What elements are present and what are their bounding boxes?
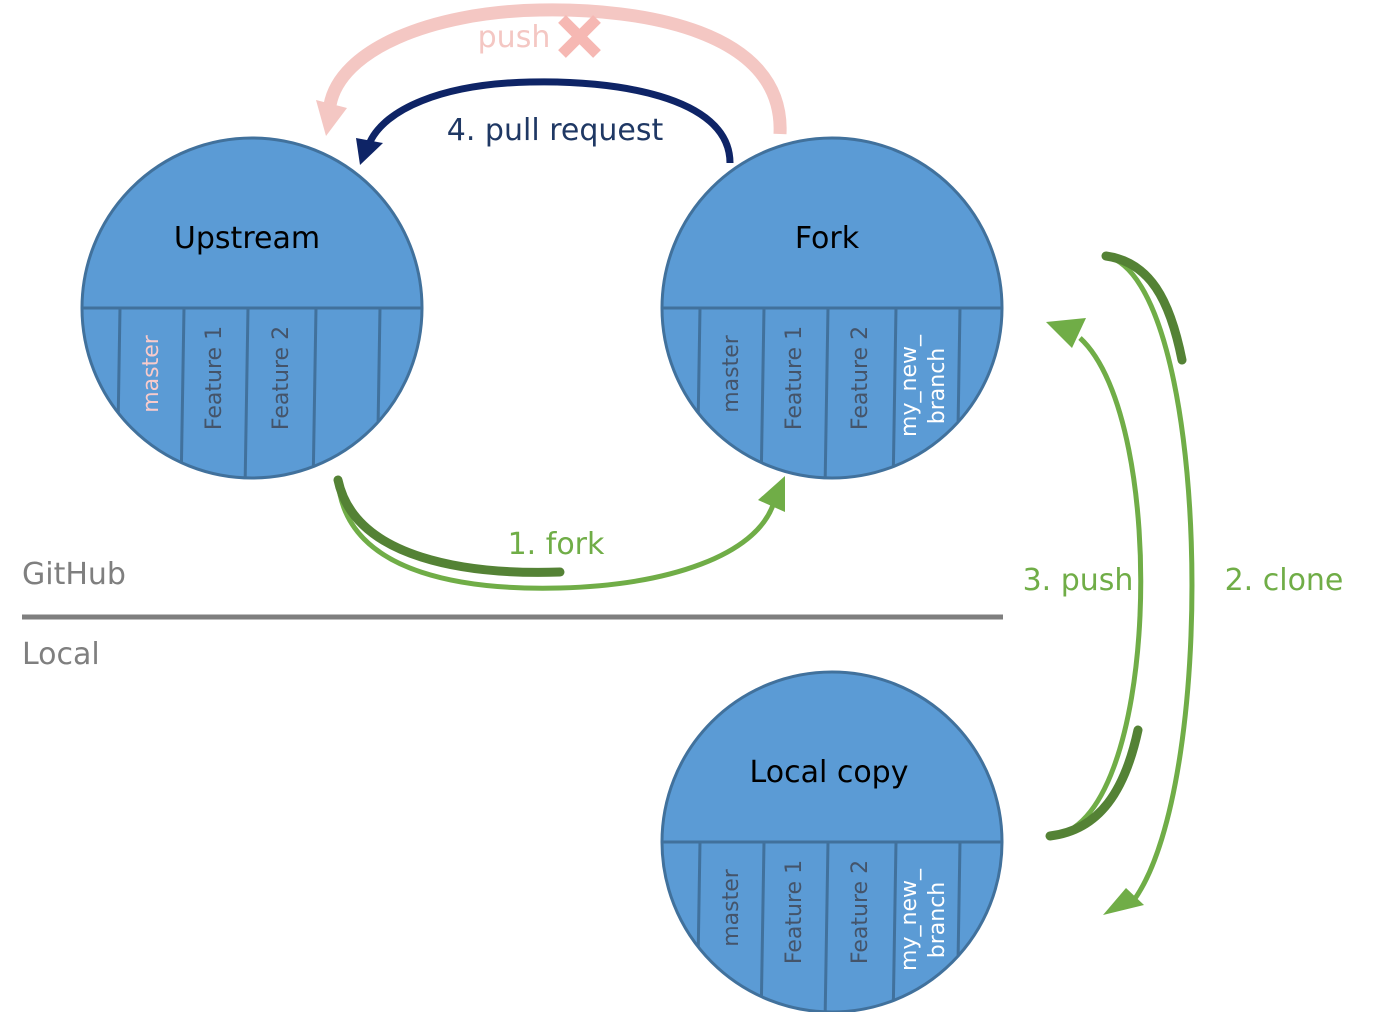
fork-label: 1. fork [508, 527, 605, 562]
fork-branch-feature-1: Feature 1 [782, 326, 807, 430]
push-label: 3. push [1023, 563, 1134, 598]
clone-arrow: 2. clone [1101, 251, 1344, 915]
push-denied-label: push [478, 20, 551, 55]
clone-label: 2. clone [1225, 563, 1344, 598]
push-arrow: 3. push [1023, 318, 1144, 841]
local-branch-feature-1: Feature 1 [782, 860, 807, 964]
fork-branch-my-new-line1: my_new_ [897, 334, 922, 437]
upstream-branch-master: master [139, 334, 164, 413]
upstream-repo: Upstream master Feature 1 Feature 2 [80, 136, 424, 480]
upstream-branch-feature-2: Feature 2 [269, 326, 294, 430]
fork-arrow: 1. fork [333, 475, 785, 591]
local-section-label: Local [22, 637, 100, 672]
local-repo: Local copy master Feature 1 Feature 2 my… [660, 670, 1004, 1012]
upstream-branch-feature-1: Feature 1 [202, 326, 227, 430]
local-branch-master: master [719, 868, 744, 947]
denied-cross-icon [558, 15, 601, 58]
local-branch-feature-2: Feature 2 [848, 860, 873, 964]
pull-request-arrow: 4. pull request [356, 78, 734, 165]
fork-repo: Fork master Feature 1 Feature 2 my_new_ … [660, 136, 1004, 480]
local-title: Local copy [750, 755, 909, 790]
fork-branch-my-new-line2: branch [925, 348, 950, 424]
local-branch-my-new-line1: my_new_ [897, 868, 922, 971]
pull-request-label: 4. pull request [447, 113, 664, 148]
fork-title: Fork [795, 221, 860, 256]
local-branch-my-new-line2: branch [925, 882, 950, 958]
fork-branch-feature-2: Feature 2 [848, 326, 873, 430]
fork-branch-master: master [719, 334, 744, 413]
github-section-label: GitHub [22, 557, 126, 592]
upstream-title: Upstream [174, 221, 320, 256]
push-denied-arrow: push [316, 3, 787, 136]
